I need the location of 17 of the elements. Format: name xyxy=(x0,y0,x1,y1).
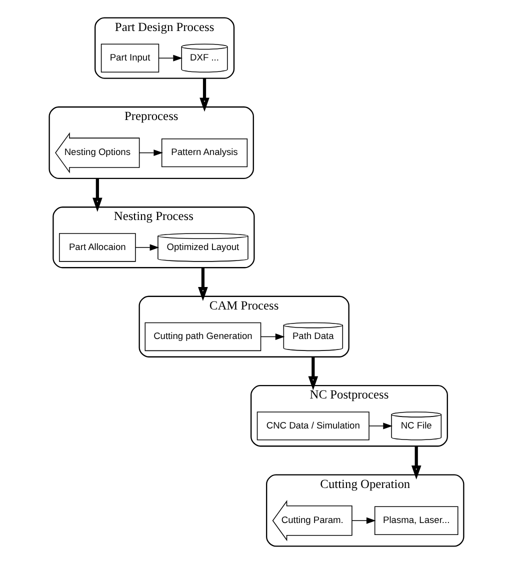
arrow xyxy=(158,54,182,62)
arrow xyxy=(352,517,376,524)
arrow xyxy=(139,150,163,156)
node-box: Part Allocaion xyxy=(59,233,136,262)
node-box: Pattern Analysis xyxy=(161,138,248,168)
arrow xyxy=(92,178,102,212)
node-box: CNC Data / Simulation xyxy=(256,412,370,440)
node-box: Part Input xyxy=(100,44,160,72)
node-box: Plasma, Laser... xyxy=(374,506,458,535)
arrow xyxy=(260,333,285,340)
arrow xyxy=(411,446,422,480)
arrow xyxy=(308,356,318,390)
arrow xyxy=(368,422,392,430)
arrow xyxy=(200,78,210,112)
arrow xyxy=(135,244,160,251)
arrow xyxy=(198,268,208,302)
node-box: Cutting path Generation xyxy=(144,322,262,352)
